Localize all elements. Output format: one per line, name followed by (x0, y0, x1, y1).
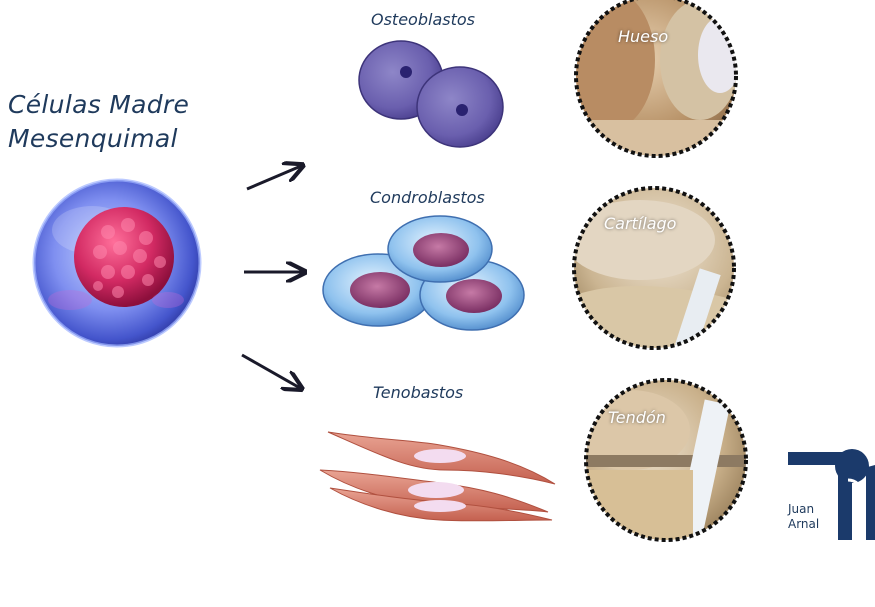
title-line-1: Células Madre (8, 90, 190, 119)
diagram-title: Células Madre Mesenquimal (8, 88, 189, 156)
tenobastos-label: Tenobastos (373, 383, 464, 402)
tendon-label: Tendón (608, 408, 666, 427)
cartilage-tissue-image (572, 186, 736, 350)
arrow-to-osteoblastos (246, 166, 301, 191)
condroblastos-label: Condroblastos (370, 188, 485, 207)
stem-cell-illustration (32, 178, 202, 348)
logo-text: Juan Arnal (788, 502, 819, 532)
osteoblastos-label: Osteoblastos (371, 10, 475, 29)
osteoblast-cells (358, 40, 504, 148)
arrow-to-tenoblastos (241, 353, 300, 388)
tenoblast-cells (319, 431, 556, 522)
hueso-label: Hueso (618, 27, 669, 46)
logo-mark (788, 449, 875, 540)
bone-tissue-image (574, 0, 738, 158)
chondroblast-cells (322, 215, 525, 331)
title-line-2: Mesenquimal (8, 124, 178, 153)
tendon-tissue-image (584, 378, 748, 542)
logo-line-1: Juan (788, 502, 815, 516)
logo-line-2: Arnal (788, 517, 820, 531)
cartilago-label: Cartílago (604, 214, 677, 233)
